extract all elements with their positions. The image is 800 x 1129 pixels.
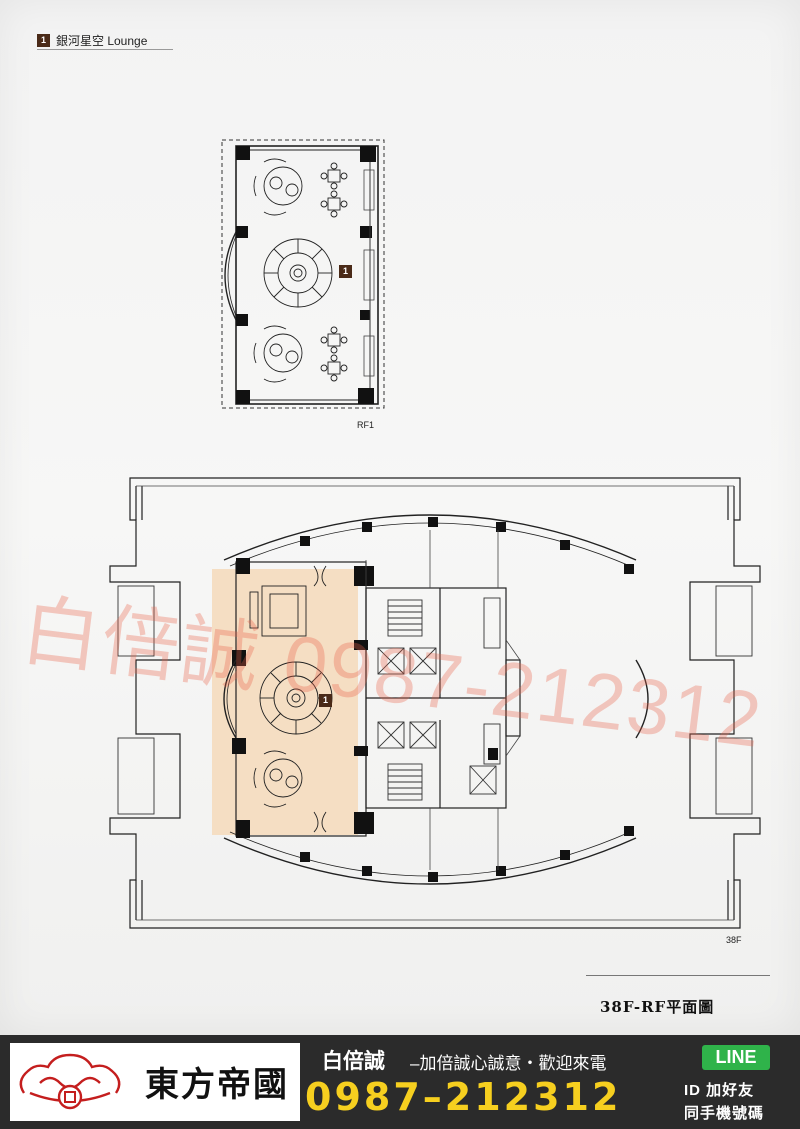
plan-title: 38F-RF平面圖 [600,998,715,1016]
rf1-room-marker: 1 [339,265,352,278]
floor-38f-label: 38F [726,935,742,945]
floor-38f-plan [109,477,761,929]
contact-banner: 東方帝國 白倍誠 –加倍誠心誠意・歡迎來電 0987–212312 LINE I… [0,1035,800,1129]
legend-number: 1 [37,33,50,47]
line-phone-text: 同手機號碼 [684,1105,765,1122]
title-rule [586,975,770,976]
agent-slogan: –加倍誠心誠意・歡迎來電 [410,1054,607,1073]
brand-logo-box: 東方帝國 [10,1043,300,1121]
floor-plan-sheet: 1 銀河星空 Lounge [0,0,800,1035]
legend-label: 銀河星空 Lounge [56,33,148,48]
rf1-plan [221,139,385,409]
brand-name: 東方帝國 [145,1065,289,1105]
line-id-text: ID 加好友 [684,1082,755,1099]
agent-name: 白倍誠 [322,1050,385,1073]
floor-38f-room-marker: 1 [319,694,332,707]
line-badge[interactable]: LINE [702,1045,770,1070]
cloud-emblem-icon [19,1053,121,1110]
rf1-label: RF1 [357,420,375,430]
legend: 1 銀河星空 Lounge [37,31,173,50]
phone-number[interactable]: 0987–212312 [305,1075,622,1119]
